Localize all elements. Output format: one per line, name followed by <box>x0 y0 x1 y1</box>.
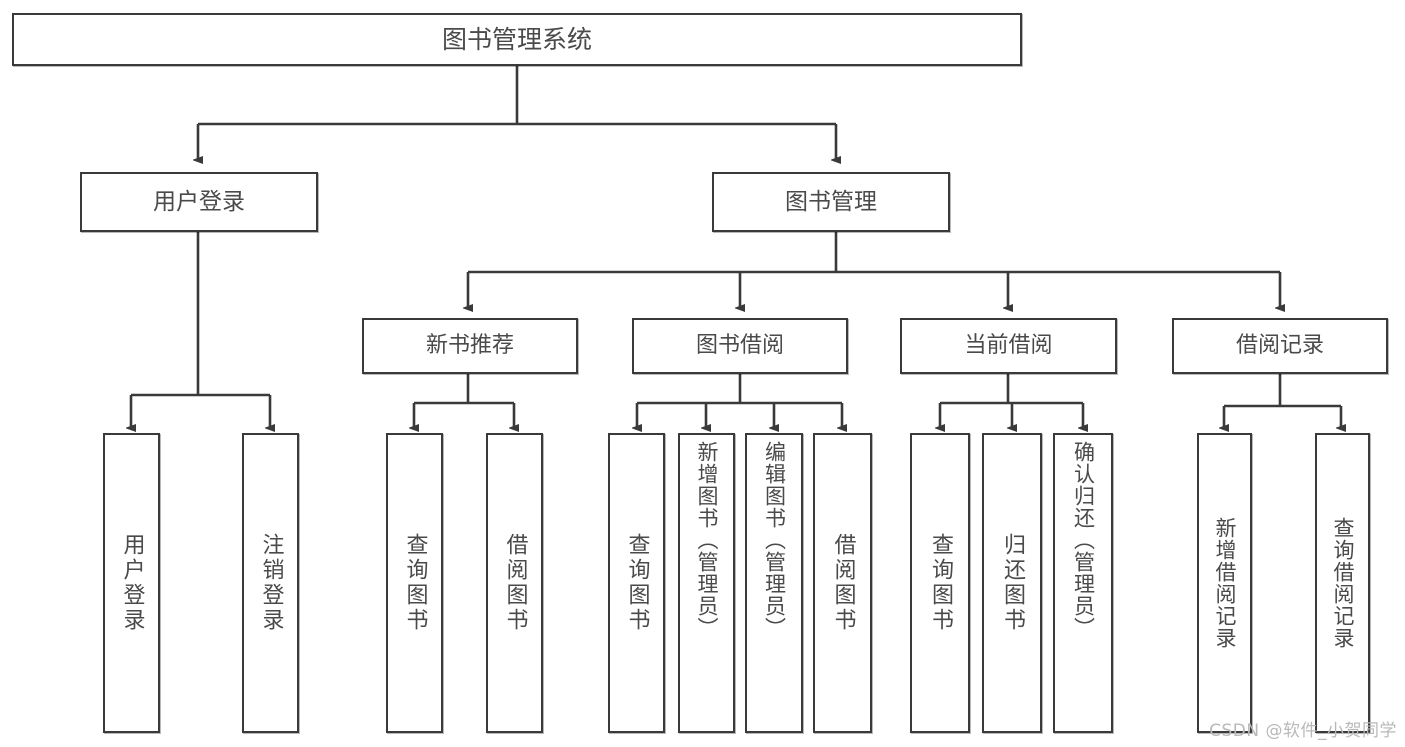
node-label: 编辑图书（管理员） <box>762 441 787 639</box>
node-label: 图书借阅 <box>695 333 784 359</box>
node-new-book-recommend[interactable]: 新书推荐 <box>362 318 578 374</box>
node-label: 当前借阅 <box>964 333 1053 359</box>
node-leaf-confirm-return-admin[interactable]: 确认归还（管理员） <box>1053 433 1113 733</box>
node-current-borrow[interactable]: 当前借阅 <box>900 318 1117 374</box>
node-label: 注销登录 <box>258 533 284 633</box>
node-leaf-logout-login[interactable]: 注销登录 <box>242 433 299 733</box>
node-leaf-borrow-book[interactable]: 借阅图书 <box>813 433 872 733</box>
node-label: 用户登录 <box>119 533 145 633</box>
node-label: 查询图书 <box>402 533 428 633</box>
node-leaf-add-borrow-record[interactable]: 新增借阅记录 <box>1197 433 1252 733</box>
node-leaf-add-book-admin[interactable]: 新增图书（管理员） <box>678 433 735 733</box>
node-leaf-edit-book-admin[interactable]: 编辑图书（管理员） <box>745 433 803 733</box>
node-label: 查询借阅记录 <box>1331 517 1355 649</box>
node-label: 用户登录 <box>153 188 245 215</box>
node-label: 确认归还（管理员） <box>1071 441 1096 639</box>
node-label: 借阅图书 <box>502 533 528 633</box>
node-label: 查询图书 <box>928 533 953 633</box>
csdn-watermark: CSDN @软件_小贺同学 <box>1209 721 1397 741</box>
node-leaf-query-book-borrow[interactable]: 查询图书 <box>608 433 665 733</box>
node-leaf-query-borrow-record[interactable]: 查询借阅记录 <box>1315 433 1370 733</box>
node-label: 新书推荐 <box>425 333 514 359</box>
node-user-login[interactable]: 用户登录 <box>80 172 318 232</box>
node-label: 图书管理系统 <box>441 25 592 54</box>
node-label: 借阅记录 <box>1235 333 1324 359</box>
node-label: 借阅图书 <box>830 533 856 633</box>
node-label: 新增图书（管理员） <box>695 441 719 639</box>
node-label: 图书管理 <box>785 188 877 215</box>
node-borrow-record[interactable]: 借阅记录 <box>1172 318 1388 374</box>
node-label: 归还图书 <box>1000 533 1025 633</box>
node-leaf-query-book-recommend[interactable]: 查询图书 <box>386 433 443 733</box>
node-leaf-query-book-current[interactable]: 查询图书 <box>910 433 970 733</box>
node-leaf-user-login[interactable]: 用户登录 <box>103 433 160 733</box>
node-label: 新增借阅记录 <box>1213 517 1237 649</box>
node-book-management[interactable]: 图书管理 <box>712 172 950 232</box>
node-label: 查询图书 <box>624 533 650 633</box>
node-root-system[interactable]: 图书管理系统 <box>12 13 1022 66</box>
node-leaf-return-book[interactable]: 归还图书 <box>982 433 1042 733</box>
node-book-borrow[interactable]: 图书借阅 <box>632 318 848 374</box>
node-leaf-borrow-book-recommend[interactable]: 借阅图书 <box>486 433 543 733</box>
